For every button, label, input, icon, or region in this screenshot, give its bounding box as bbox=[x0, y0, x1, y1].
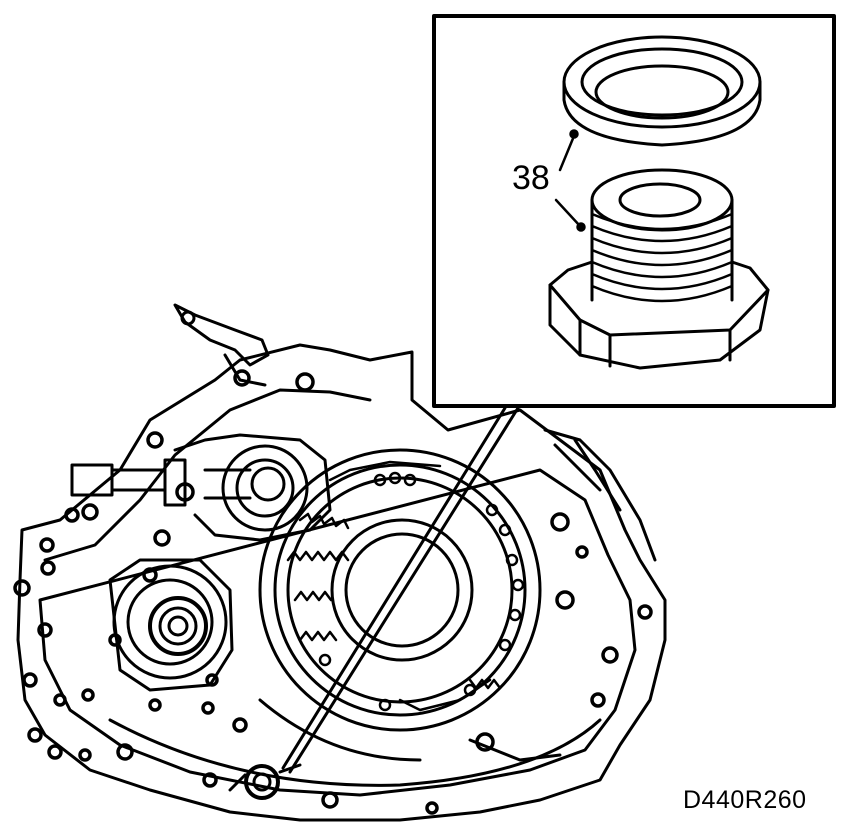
figure-code-label: D440R260 bbox=[683, 786, 807, 814]
drain-plug bbox=[548, 168, 770, 370]
callout-38-leaders bbox=[554, 129, 586, 232]
inset-detail-box bbox=[432, 14, 836, 408]
callout-leader bbox=[281, 406, 520, 774]
transmission-housing bbox=[13, 303, 667, 822]
sealing-washer bbox=[562, 35, 762, 147]
callout-number-label: 38 bbox=[512, 159, 550, 197]
